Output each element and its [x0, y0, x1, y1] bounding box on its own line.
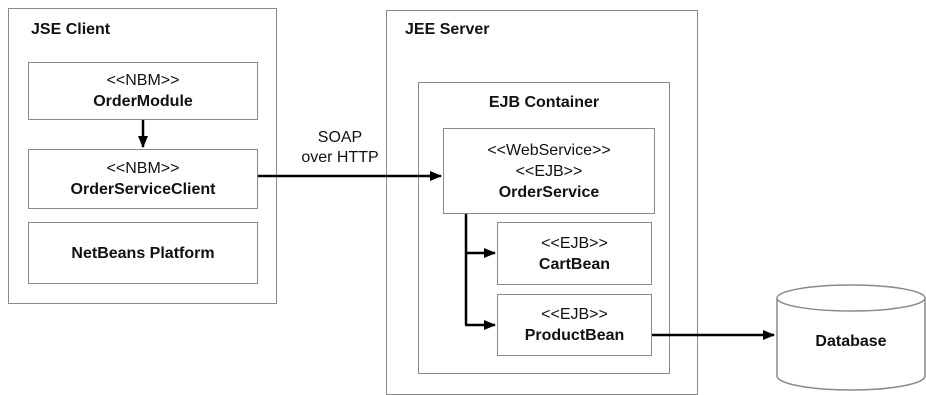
product-bean-name: ProductBean: [524, 327, 625, 344]
ejb-container-title: EJB Container: [488, 94, 600, 111]
order-service-stereotype-webservice: <<WebService>>: [487, 141, 611, 159]
order-service-component: <<WebService>> <<EJB>> OrderService: [443, 128, 655, 214]
netbeans-platform-name: NetBeans Platform: [71, 244, 215, 262]
order-module-stereotype: <<NBM>>: [106, 72, 180, 89]
order-service-client-component: <<NBM>> OrderServiceClient: [28, 149, 258, 209]
order-module-name: OrderModule: [93, 93, 193, 110]
soap-label-line2: over HTTP: [301, 149, 379, 166]
netbeans-platform-component: NetBeans Platform: [28, 222, 258, 284]
product-bean-stereotype: <<EJB>>: [541, 306, 608, 323]
cart-bean-component: <<EJB>> CartBean: [497, 222, 652, 285]
cart-bean-stereotype: <<EJB>>: [541, 234, 608, 252]
jee-server-title: JEE Server: [405, 21, 490, 38]
database-cylinder: [776, 284, 926, 391]
jse-client-title: JSE Client: [31, 21, 111, 38]
product-bean-component: <<EJB>> ProductBean: [497, 294, 652, 356]
order-service-stereotype-ejb: <<EJB>>: [515, 162, 583, 180]
database-label: Database: [815, 333, 887, 350]
order-service-client-stereotype: <<NBM>>: [106, 160, 180, 177]
order-service-name: OrderService: [498, 183, 600, 201]
order-service-client-name: OrderServiceClient: [70, 181, 216, 198]
soap-label-line1: SOAP: [317, 129, 363, 146]
soap-label: SOAP over HTTP: [292, 128, 388, 168]
order-module-component: <<NBM>> OrderModule: [28, 62, 258, 120]
cart-bean-name: CartBean: [538, 255, 611, 273]
